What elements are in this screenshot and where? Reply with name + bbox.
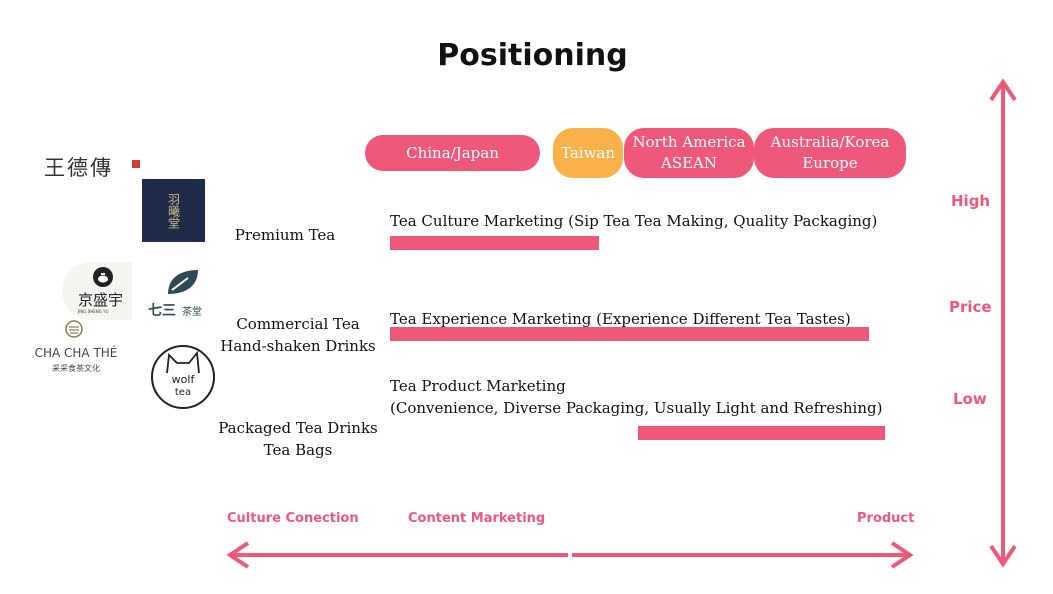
marketing-text-culture: Tea Culture Marketing (Sip Tea Tea Makin… xyxy=(390,212,878,230)
jing-sheng-yu-text: 京盛宇 xyxy=(78,291,124,309)
wolf-tea-logo: wolf tea xyxy=(151,345,215,409)
wolf-head-icon xyxy=(166,351,200,374)
price-axis-label: Price xyxy=(949,298,992,316)
wang-de-chuan-logo: 王德傳 xyxy=(44,152,144,186)
yuxi-logo-text: 羽曦堂 xyxy=(166,192,181,229)
yuxi-tang-logo: 羽曦堂 xyxy=(142,179,205,242)
tier-bar-packaged xyxy=(637,426,885,440)
qi-san-tea-logo: 七三 茶堂 xyxy=(148,268,210,322)
cha-cha-the-emblem-icon xyxy=(65,320,83,338)
x-axis-mid-label: Content Marketing xyxy=(408,511,546,526)
cha-cha-the-sub: 采采食茶文化 xyxy=(52,364,100,373)
market-label: Taiwan xyxy=(560,143,616,162)
wang-logo-text: 王德傳 xyxy=(44,156,113,180)
market-pill-taiwan: Taiwan xyxy=(553,128,623,178)
price-high-label: High xyxy=(951,192,991,210)
market-label: Australia/Korea Europe xyxy=(770,133,890,172)
cha-cha-the-text: CHA CHA THÉ xyxy=(34,346,118,360)
qi-san-text: 七三 xyxy=(148,303,176,319)
market-pill-australia-korea-europe: Australia/Korea Europe xyxy=(754,128,906,178)
tier-label-commercial: Commercial Tea Hand-shaken Drinks xyxy=(220,315,376,355)
page-title: Positioning xyxy=(437,38,628,73)
jing-sheng-yu-sub: JING SHENG YU xyxy=(78,309,109,314)
tier-label-premium: Premium Tea xyxy=(234,226,336,244)
market-label: China/Japan xyxy=(406,143,499,162)
wang-logo-seal xyxy=(132,160,140,168)
marketing-text-experience: Tea Experience Marketing (Experience Dif… xyxy=(390,310,851,328)
tier-bar-premium xyxy=(390,236,599,250)
vertical-double-arrow xyxy=(989,78,1017,568)
wolf-text: wolf xyxy=(171,373,195,386)
qi-san-sub: 茶堂 xyxy=(182,307,202,318)
horizontal-double-arrow xyxy=(226,541,914,569)
x-axis-right-label: Product xyxy=(857,511,915,526)
teapot-icon xyxy=(93,267,113,287)
marketing-text-product: Tea Product Marketing (Convenience, Dive… xyxy=(390,377,883,417)
market-pill-china-japan: China/Japan xyxy=(365,135,540,171)
x-axis-left-label: Culture Conection xyxy=(227,511,359,526)
tier-bar-commercial xyxy=(390,327,869,341)
market-label: North America ASEAN xyxy=(632,133,746,172)
market-pill-north-america-asean: North America ASEAN xyxy=(624,128,754,178)
tier-label-packaged: Packaged Tea Drinks Tea Bags xyxy=(218,419,378,459)
leaf-icon xyxy=(168,270,198,294)
price-low-label: Low xyxy=(953,390,987,408)
wolf-sub: tea xyxy=(174,387,192,398)
cha-cha-the-logo: CHA CHA THÉ 采采食茶文化 xyxy=(28,320,124,376)
jing-sheng-yu-logo: 京盛宇 JING SHENG YU xyxy=(62,262,132,320)
